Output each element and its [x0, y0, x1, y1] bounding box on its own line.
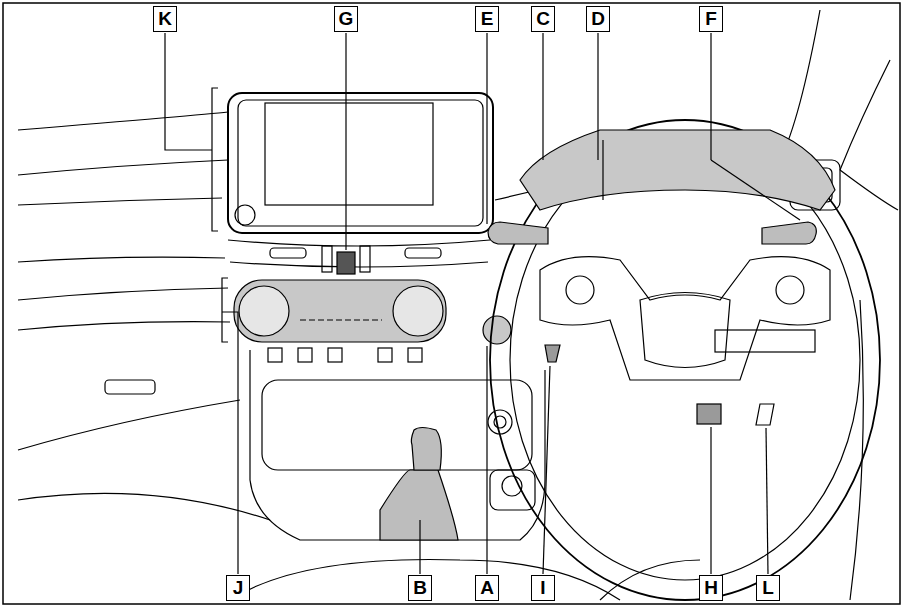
callout-letter: L: [756, 575, 780, 601]
callout-letter: D: [586, 6, 610, 32]
callout-letter: A: [475, 575, 499, 601]
callout-letter: G: [334, 6, 359, 32]
callout-letter: E: [475, 6, 499, 32]
callout-letter: B: [408, 575, 432, 601]
callout-letter: C: [531, 6, 555, 32]
callout-letter: H: [699, 575, 723, 601]
callout-letter: F: [699, 6, 723, 32]
callout-letter: I: [531, 575, 555, 601]
callout-letter: K: [153, 6, 177, 32]
callout-letter: J: [226, 575, 250, 601]
